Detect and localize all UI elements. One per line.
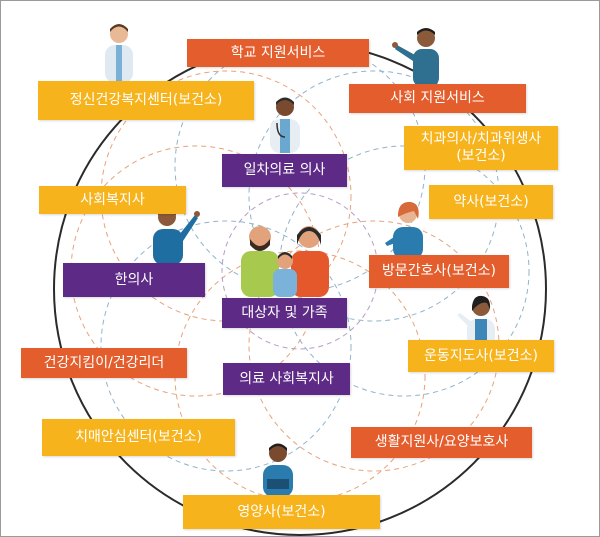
person-figure-icon xyxy=(263,443,293,497)
doctor-person-icon xyxy=(270,97,300,153)
label-center-family: 대상자 및 가족 xyxy=(222,298,347,328)
label-visiting-nurse: 방문간호사(보건소) xyxy=(369,255,509,288)
label-medical-social-worker: 의료 사회복지사 xyxy=(223,363,350,395)
label-health-leader: 건강지킴이/건강리더 xyxy=(21,348,187,378)
label-dementia-center: 치매안심센터(보건소) xyxy=(42,419,235,456)
label-dentist-line1: 치과의사/치과위생사 xyxy=(420,131,542,147)
label-exercise-instructor: 운동지도사(보건소) xyxy=(408,340,554,372)
label-mental-health-center: 정신건강복지센터(보건소) xyxy=(38,81,254,120)
family-icon xyxy=(241,226,329,297)
label-oriental-doctor: 한의사 xyxy=(63,263,205,297)
label-school-support: 학교 지원서비스 xyxy=(187,39,369,67)
label-social-worker: 사회복지사 xyxy=(39,186,186,214)
doctor-person-icon xyxy=(105,24,133,83)
label-caregiver: 생활지원사/요양보호사 xyxy=(351,427,532,458)
label-dietitian: 영양사(보건소) xyxy=(183,495,380,529)
label-social-support: 사회 지원서비스 xyxy=(349,84,526,113)
person-figure-icon xyxy=(385,201,423,259)
label-pharmacist: 약사(보건소) xyxy=(429,185,553,219)
label-dentist: 치과의사/치과위생사 (보건소) xyxy=(404,126,558,170)
label-dentist-line2: (보건소) xyxy=(456,148,506,164)
person-figure-icon xyxy=(392,28,439,87)
label-primary-doctor: 일차의료 의사 xyxy=(222,154,347,187)
